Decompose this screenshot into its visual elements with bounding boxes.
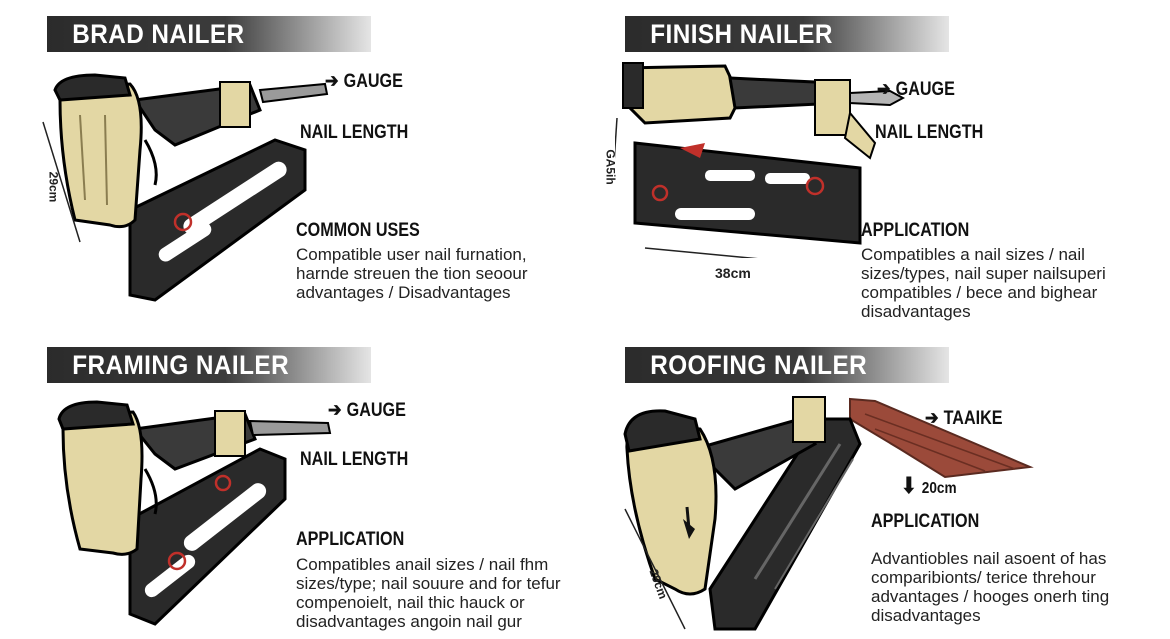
panel-roofing-nailer: ROOFING NAILER 29cm ➔TAAIKE ⬇20cm APPLIC… — [585, 319, 1170, 638]
finish-gauge-label: ➔GAUGE — [877, 79, 955, 100]
framing-nailer-illustration — [57, 400, 332, 626]
brad-description: Compatible user nail furnation, harnde s… — [296, 245, 586, 302]
framing-desc-line-3: compenoielt, nail thic hauck or — [296, 593, 525, 612]
framing-desc-line-1: Compatibles anail sizes / nail fhm — [296, 555, 549, 574]
framing-gauge-label: ➔GAUGE — [328, 400, 406, 421]
finish-desc-line-3: compatibles / bece and bighear — [861, 283, 1098, 302]
arrow-right-icon: ➔ — [325, 71, 339, 92]
brad-nail-length-label: NAIL LENGTH — [300, 122, 409, 143]
brad-dimension-label: 29cm — [46, 171, 61, 203]
brad-desc-line-1: Compatible user nail furnation, — [296, 245, 527, 264]
roofing-description: Advantiobles nail asoent of has comparib… — [871, 549, 1161, 625]
arrow-right-icon: ➔ — [925, 408, 939, 429]
framing-desc-line-4: disadvantages angoin nail gur — [296, 612, 522, 631]
panel-brad-nailer: BRAD NAILER 29cm ➔GAUGE NAIL LENGTH COMM… — [0, 0, 585, 319]
finish-description: Compatibles a nail sizes / nail sizes/ty… — [861, 245, 1151, 321]
finish-dimension-label: 38cm — [715, 265, 751, 281]
roofing-angle-label: ➔TAAIKE — [925, 408, 1003, 429]
brad-desc-line-2: harnde streuen the tion seoour — [296, 264, 528, 283]
roofing-desc-line-3: advantages / hooges onerh ting — [871, 587, 1110, 606]
brad-section-title: COMMON USES — [296, 220, 420, 241]
roofing-section-title: APPLICATION — [871, 511, 980, 532]
finish-nailer-illustration — [615, 62, 905, 258]
framing-description: Compatibles anail sizes / nail fhm sizes… — [296, 555, 586, 631]
framing-nail-length-label: NAIL LENGTH — [300, 449, 409, 470]
arrow-right-icon: ➔ — [877, 79, 891, 100]
panel-finish-nailer: FINISH NAILER GA5ih 38cm ➔GAUGE NAIL LEN… — [585, 0, 1170, 321]
roofing-desc-line-1: Advantiobles nail asoent of has — [871, 549, 1107, 568]
framing-section-title: APPLICATION — [296, 529, 405, 550]
framing-desc-line-2: sizes/type; nail souure and for tefur — [296, 574, 561, 593]
arrow-right-icon: ➔ — [328, 400, 342, 421]
brad-desc-line-3: advantages / Disadvantages — [296, 283, 511, 302]
roofing-desc-line-2: comparibionts/ terice threhour — [871, 568, 1096, 587]
brad-nailer-illustration — [42, 73, 329, 302]
finish-desc-line-1: Compatibles a nail sizes / nail — [861, 245, 1085, 264]
panel-title-framing: FRAMING NAILER — [47, 347, 371, 383]
roofing-desc-line-4: disadvantages — [871, 606, 981, 625]
finish-nail-length-label: NAIL LENGTH — [875, 122, 984, 143]
finish-desc-line-2: sizes/types, nail super nailsuperi — [861, 264, 1106, 283]
brad-gauge-label: ➔GAUGE — [325, 71, 403, 92]
panel-title-finish: FINISH NAILER — [625, 16, 949, 52]
finish-desc-line-4: disadvantages — [861, 302, 971, 321]
panel-title-roofing: ROOFING NAILER — [625, 347, 949, 383]
panel-framing-nailer: FRAMING NAILER ➔GAUGE NAIL LENGTH APPLIC… — [0, 319, 585, 638]
finish-vertical-dimension: GA5ih — [603, 149, 618, 185]
finish-section-title: APPLICATION — [861, 220, 970, 241]
roofing-nailer-illustration — [623, 396, 1034, 631]
panel-title-brad: BRAD NAILER — [47, 16, 371, 52]
roofing-size-label: ⬇20cm — [901, 473, 957, 498]
arrow-down-icon: ⬇ — [901, 473, 917, 498]
